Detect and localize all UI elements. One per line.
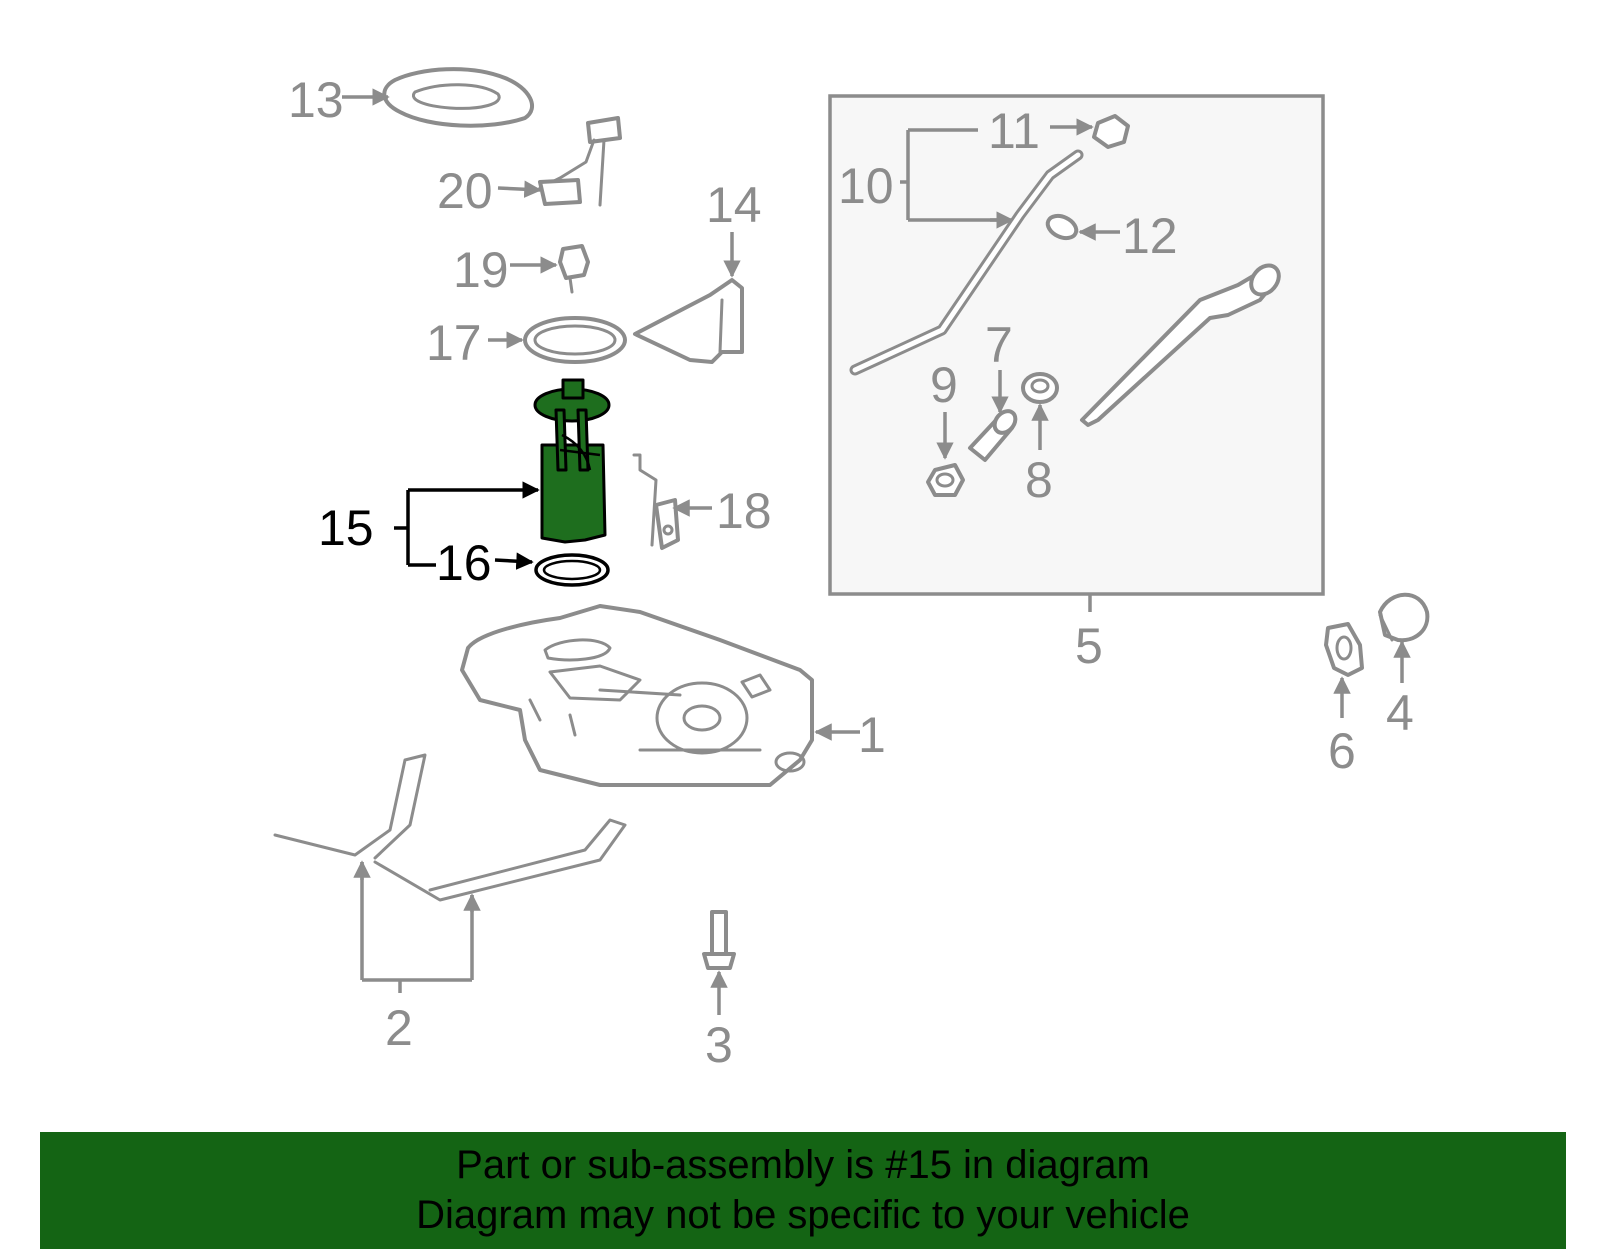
part-8-nut[interactable]: [1021, 372, 1059, 404]
label-19: 19: [453, 242, 509, 298]
leader-20: [497, 180, 542, 198]
label-17: 17: [426, 315, 482, 371]
part-3-bolt[interactable]: [702, 910, 736, 970]
label-9: 9: [930, 357, 958, 413]
label-11: 11: [988, 103, 1040, 159]
label-18: 18: [716, 483, 772, 539]
label-12: 12: [1122, 208, 1178, 264]
label-16[interactable]: 16: [436, 535, 492, 591]
part-15-fuel-pump-module[interactable]: [533, 378, 611, 544]
part-20-wiring-harness[interactable]: [538, 116, 622, 207]
part-17-seal[interactable]: [523, 316, 627, 364]
label-1: 1: [858, 707, 886, 763]
part-13-access-cover[interactable]: [382, 67, 535, 128]
part-14-shield[interactable]: [633, 278, 744, 364]
footer-banner: Part or sub-assembly is #15 in diagram D…: [40, 1132, 1566, 1249]
footer-line-2: Diagram may not be specific to your vehi…: [416, 1193, 1190, 1237]
footer-line-1: Part or sub-assembly is #15 in diagram: [456, 1143, 1150, 1187]
part-16-pump-seal[interactable]: [534, 553, 610, 587]
leader-2: [360, 862, 474, 993]
label-14: 14: [706, 177, 762, 233]
part-9-grommet[interactable]: [926, 463, 965, 497]
part-12-o-ring[interactable]: [1044, 212, 1080, 243]
label-5: 5: [1075, 618, 1103, 674]
leader-10: [900, 128, 1008, 222]
part-1-fuel-tank[interactable]: [460, 604, 814, 787]
part-10-vent-tube[interactable]: [849, 149, 1084, 376]
part-19-fitting[interactable]: [558, 244, 590, 294]
leader-15: [394, 490, 538, 565]
part-6-nut[interactable]: [1324, 622, 1364, 677]
leader-16: [408, 560, 532, 565]
part-4-plug[interactable]: [1378, 592, 1430, 643]
label-15[interactable]: 15: [318, 500, 374, 556]
filler-pipe[interactable]: [1080, 260, 1284, 427]
label-8: 8: [1025, 452, 1053, 508]
label-7: 7: [985, 317, 1013, 373]
label-20: 20: [437, 163, 493, 219]
label-2: 2: [385, 1000, 413, 1056]
label-3: 3: [705, 1017, 733, 1073]
part-7-hose[interactable]: [968, 407, 1020, 462]
label-6: 6: [1328, 723, 1356, 779]
label-13: 13: [288, 72, 344, 128]
part-2-tank-straps[interactable]: [273, 753, 627, 902]
part-11-vent-cap[interactable]: [1092, 114, 1130, 149]
label-4: 4: [1386, 685, 1414, 741]
label-10: 10: [838, 158, 894, 214]
part-18-sender-bracket[interactable]: [632, 453, 680, 550]
